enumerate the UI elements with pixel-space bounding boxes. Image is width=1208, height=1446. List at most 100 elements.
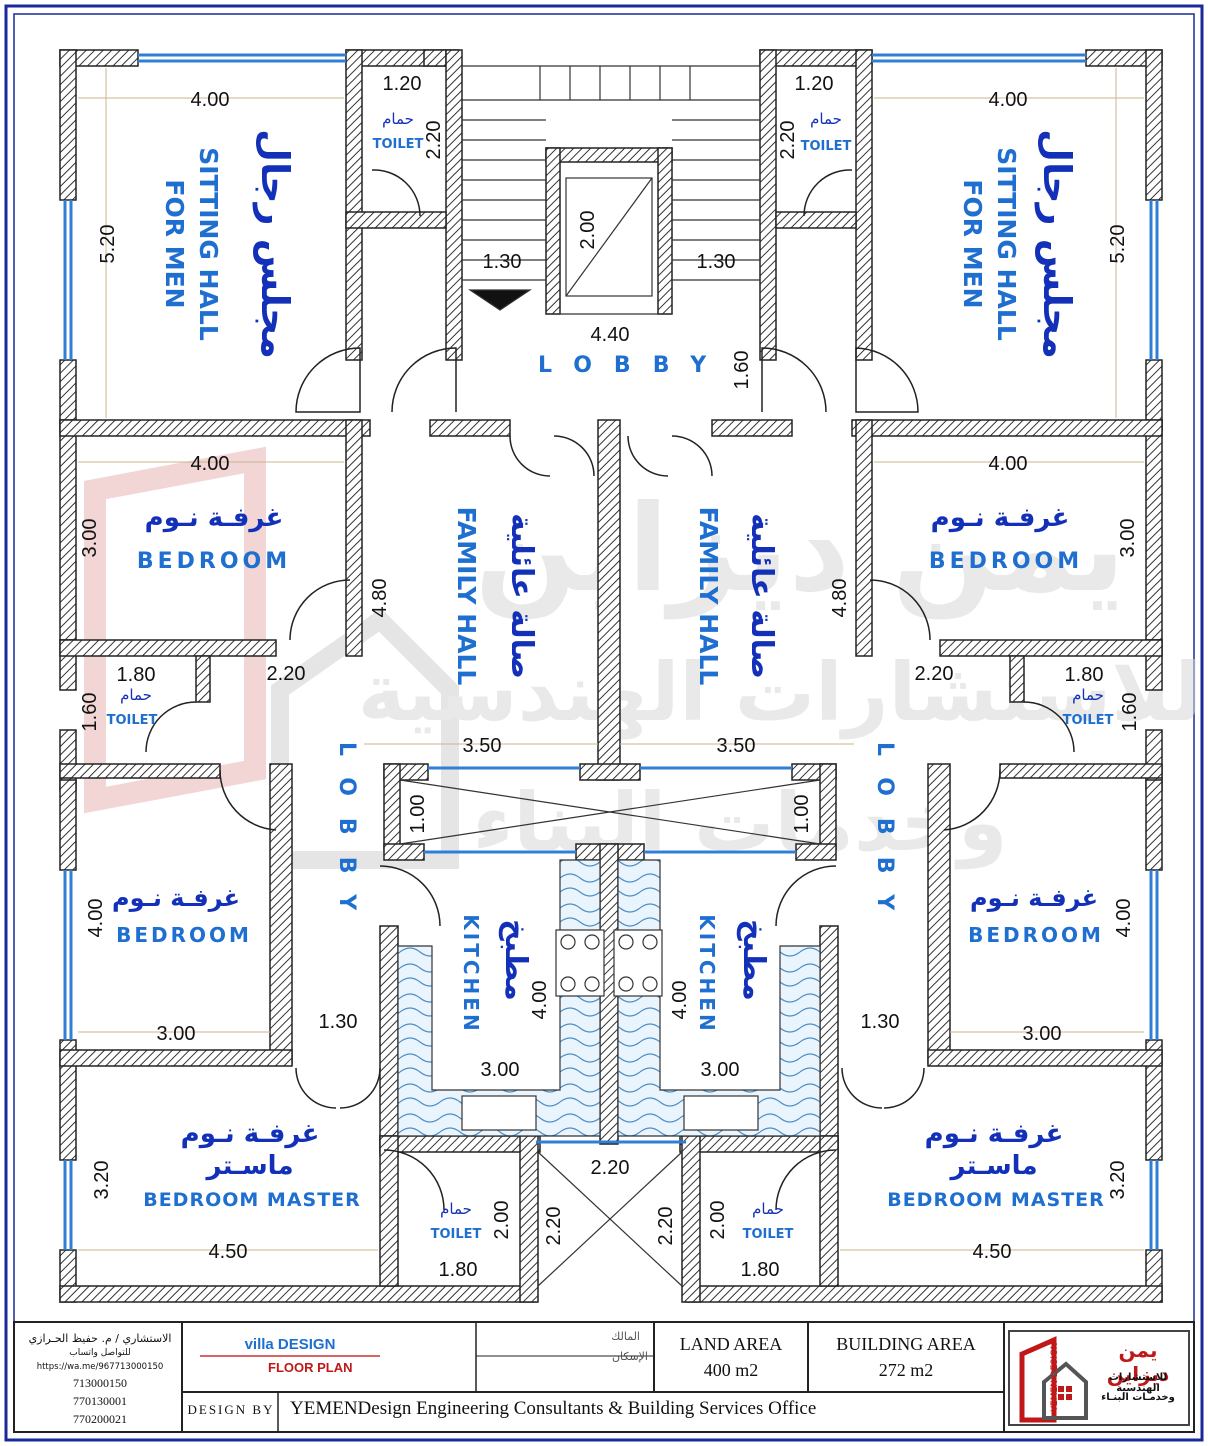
dim-master-right-h: 3.20 (1107, 1161, 1129, 1200)
logo-ar-line2: للاستشارات الهندسية (1108, 1372, 1168, 1394)
logo-ar-line3: وخدمـات البنـاء (1101, 1392, 1175, 1403)
phone-2: 770130001 (73, 1394, 127, 1408)
family-left-en: FAMILY HALL (452, 507, 481, 686)
kitchen-left-en: KITCHEN (459, 914, 483, 1033)
dim-sit-left-w: 4.00 (191, 89, 230, 111)
sitting-left-en2: FOR MEN (160, 179, 189, 308)
master-right-ar1: غرفـة نـوم (925, 1119, 1064, 1149)
logo-ar-line1: يمن ديزاين (1106, 1338, 1170, 1386)
toilet-bl-en: TOILET (431, 1227, 482, 1242)
dim-toilet-bl-w: 1.80 (439, 1259, 478, 1281)
dim-corr2-left: 1.30 (319, 1011, 358, 1033)
master-left-ar1: غرفـة نـوم (181, 1119, 320, 1149)
dim-corridor-left: 2.20 (267, 663, 306, 685)
dim-toilet-mr-w: 1.80 (1065, 664, 1104, 686)
contact-label: للتواصل واتساب (69, 1348, 131, 1358)
toilet-mr-ar: حمام (1072, 686, 1104, 704)
family-left-ar: صالة عائلية (504, 513, 539, 679)
dim-stair-left: 1.30 (483, 251, 522, 273)
dim-entry-w: 2.20 (591, 1157, 630, 1179)
kitchen-right-ar: مطبخ (736, 919, 771, 1001)
dim-bed-ml-h: 4.00 (85, 899, 107, 938)
land-area-label: LAND AREA (679, 1334, 783, 1354)
dim-bed-tr-h: 3.00 (1117, 519, 1139, 558)
whatsapp-link[interactable]: https://wa.me/967713000150 (36, 1362, 164, 1372)
toilet-mr-en: TOILET (1063, 713, 1114, 728)
title-block-frame (13, 1321, 1195, 1433)
floor-label: الإسكان (611, 1350, 648, 1363)
bedroom-ml-ar: غرفـة نـوم (112, 884, 240, 912)
dim-entry-h-left: 2.20 (543, 1207, 565, 1246)
dim-toilet-bl-h: 2.00 (491, 1201, 513, 1240)
building-area-value: 272 m2 (878, 1360, 934, 1380)
consultant-name: الاستشاري / م. حفيظ الحـرازي (28, 1332, 172, 1345)
dim-shaft-left: 1.00 (407, 795, 429, 834)
dim-bed-mr-w: 3.00 (1023, 1023, 1062, 1045)
dim-toilet-ml-h: 1.60 (79, 693, 101, 732)
dim-toilet-mr-h: 1.60 (1119, 693, 1141, 732)
office-name: YEMENDesign Engineering Consultants & Bu… (290, 1398, 817, 1419)
company-logo: YEMEN DESIGN يمن ديزاين للاستشارات الهند… (1008, 1330, 1190, 1426)
dim-bed-tl-h: 3.00 (79, 519, 101, 558)
room-labels: مجلس رجال SITTING HALL FOR MEN مجلس رجال… (107, 110, 1114, 1242)
toilet-br-ar: حمام (752, 1200, 784, 1218)
master-right-ar2: ماسـتر (948, 1151, 1037, 1181)
toilet-tr-en: TOILET (801, 139, 852, 154)
dim-kitchen-left-h: 4.00 (529, 981, 551, 1020)
bedroom-mr-en: BEDROOM (968, 923, 1104, 947)
bedroom-mr-ar: غرفـة نـوم (970, 884, 1098, 912)
dim-elevator-h: 2.00 (577, 211, 599, 250)
kitchen-right-en: KITCHEN (695, 914, 719, 1033)
dim-bed-tr-w: 4.00 (989, 453, 1028, 475)
bedroom-tl-ar: غرفـة نـوم (145, 503, 284, 533)
toilet-bl-ar: حمام (440, 1200, 472, 1218)
owner-label: المالك (611, 1330, 640, 1343)
sitting-right-en1: SITTING HALL (992, 147, 1021, 341)
staircase (462, 65, 760, 315)
logo-side-text: YEMEN DESIGN (1050, 1342, 1060, 1412)
lobby-left: LOBBY (334, 742, 359, 932)
toilet-tl-ar: حمام (382, 110, 414, 128)
toilet-tl-en: TOILET (373, 137, 424, 152)
toilet-ml-ar: حمام (120, 686, 152, 704)
watermark: يمن ديزاين للاستشارات الهندسية وخدمات ال… (84, 446, 1202, 870)
dim-lobby-h: 1.60 (731, 351, 753, 390)
land-area-value: 400 m2 (703, 1360, 759, 1380)
dim-kitchen-right-w: 3.00 (701, 1059, 740, 1081)
dim-family-right-h: 4.80 (829, 579, 851, 618)
windows (63, 53, 1159, 1250)
dim-sit-right-w: 4.00 (989, 89, 1028, 111)
lobby-right: LOBBY (872, 742, 897, 932)
kitchen-counters (397, 859, 821, 1137)
master-right-en: BEDROOM MASTER (887, 1189, 1105, 1211)
dim-lobby-w: 4.40 (591, 324, 630, 346)
dim-shaft-right: 1.00 (791, 795, 813, 834)
dim-master-left-w: 4.50 (209, 1241, 248, 1263)
dim-toilet-tr-h: 2.20 (777, 121, 799, 160)
sheet-name: FLOOR PLAN (268, 1360, 353, 1375)
phone-3: 770200021 (73, 1412, 127, 1426)
dim-toilet-tr-w: 1.20 (795, 73, 834, 95)
dim-bed-mr-h: 4.00 (1113, 899, 1135, 938)
family-right-ar: صالة عائلية (744, 513, 779, 679)
sitting-right-ar: مجلس رجال (1035, 129, 1079, 359)
lobby-top: LOBBY (538, 353, 728, 378)
sitting-right-en2: FOR MEN (958, 179, 987, 308)
dim-toilet-tl-h: 2.20 (423, 121, 445, 160)
bedroom-ml-en: BEDROOM (116, 923, 252, 947)
dimension-lines (78, 68, 1144, 1251)
dim-sit-left-h: 5.20 (97, 225, 119, 264)
dim-toilet-ml-w: 1.80 (117, 664, 156, 686)
phone-1: 713000150 (73, 1376, 127, 1390)
light-shafts (399, 779, 821, 1287)
sitting-left-ar: مجلس رجال (253, 129, 297, 359)
dim-corridor-right: 2.20 (915, 663, 954, 685)
watermark-line2: للاستشارات الهندسية (358, 646, 1202, 740)
dim-toilet-tl-w: 1.20 (383, 73, 422, 95)
dim-sit-right-h: 5.20 (1107, 225, 1129, 264)
dim-corr2-right: 1.30 (861, 1011, 900, 1033)
dim-master-left-h: 3.20 (91, 1161, 113, 1200)
toilet-br-en: TOILET (743, 1227, 794, 1242)
bedroom-tr-en: BEDROOM (929, 549, 1083, 574)
